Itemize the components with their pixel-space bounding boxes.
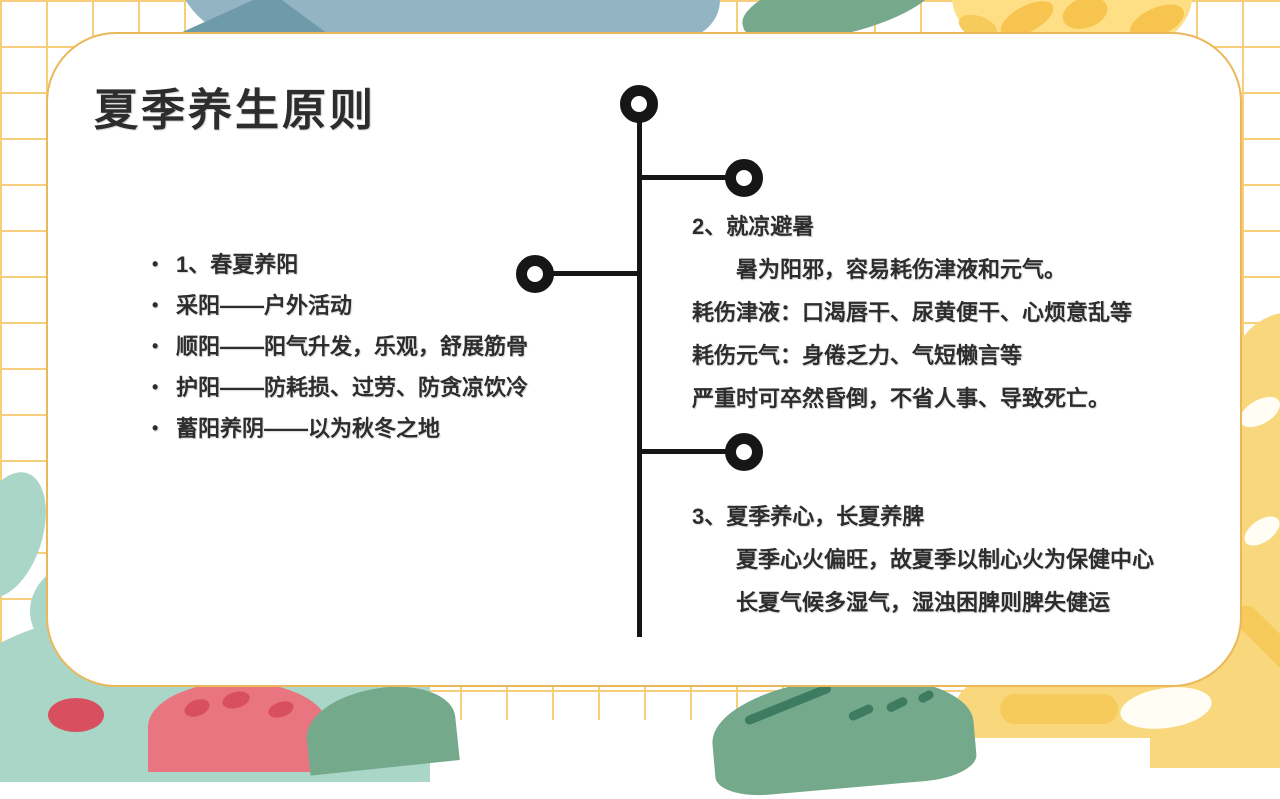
section3-heading: 3、夏季养心，长夏养脾 bbox=[692, 504, 925, 529]
timeline-node bbox=[725, 159, 763, 197]
page-title: 夏季养生原则 bbox=[94, 86, 376, 135]
timeline-branch bbox=[553, 271, 639, 276]
section2-line: 严重时可卒然昏倒，不省人事、导致死亡。 bbox=[692, 386, 1111, 411]
list-item: 1、春夏养阳 bbox=[150, 244, 528, 285]
section3-block: 3、夏季养心，长夏养脾 夏季心火偏旺，故夏季以制心火为保健中心 长夏气候多湿气，… bbox=[692, 495, 1154, 624]
section3-line: 长夏气候多湿气，湿浊困脾则脾失健运 bbox=[736, 590, 1111, 615]
section2-line: 耗伤元气：身倦乏力、气短懒言等 bbox=[692, 343, 1023, 368]
section3-line: 夏季心火偏旺，故夏季以制心火为保健中心 bbox=[736, 547, 1155, 572]
list-item: 蓄阳养阴——以为秋冬之地 bbox=[150, 408, 528, 449]
timeline-branch bbox=[640, 449, 727, 454]
timeline-line bbox=[637, 103, 642, 637]
section2-line: 暑为阳邪，容易耗伤津液和元气。 bbox=[736, 257, 1067, 282]
section2-block: 2、就凉避暑 暑为阳邪，容易耗伤津液和元气。 耗伤津液：口渴唇干、尿黄便干、心烦… bbox=[692, 205, 1132, 420]
lemon-stripe bbox=[1000, 694, 1118, 724]
list-item: 顺阳——阳气升发，乐观，舒展筋骨 bbox=[150, 326, 528, 367]
timeline-branch bbox=[640, 175, 727, 180]
list-item: 护阳——防耗损、过劳、防贪凉饮冷 bbox=[150, 367, 528, 408]
section2-heading: 2、就凉避暑 bbox=[692, 214, 815, 239]
section1-bullet-list: 1、春夏养阳 采阳——户外活动 顺阳——阳气升发，乐观，舒展筋骨 护阳——防耗损… bbox=[150, 244, 528, 449]
list-item: 采阳——户外活动 bbox=[150, 285, 528, 326]
section2-line: 耗伤津液：口渴唇干、尿黄便干、心烦意乱等 bbox=[692, 300, 1133, 325]
timeline-node bbox=[620, 85, 658, 123]
slide-content: 夏季养生原则 1、春夏养阳 采阳——户外活动 顺阳——阳气升发，乐观，舒展筋骨 … bbox=[0, 0, 1280, 720]
timeline-node bbox=[725, 433, 763, 471]
